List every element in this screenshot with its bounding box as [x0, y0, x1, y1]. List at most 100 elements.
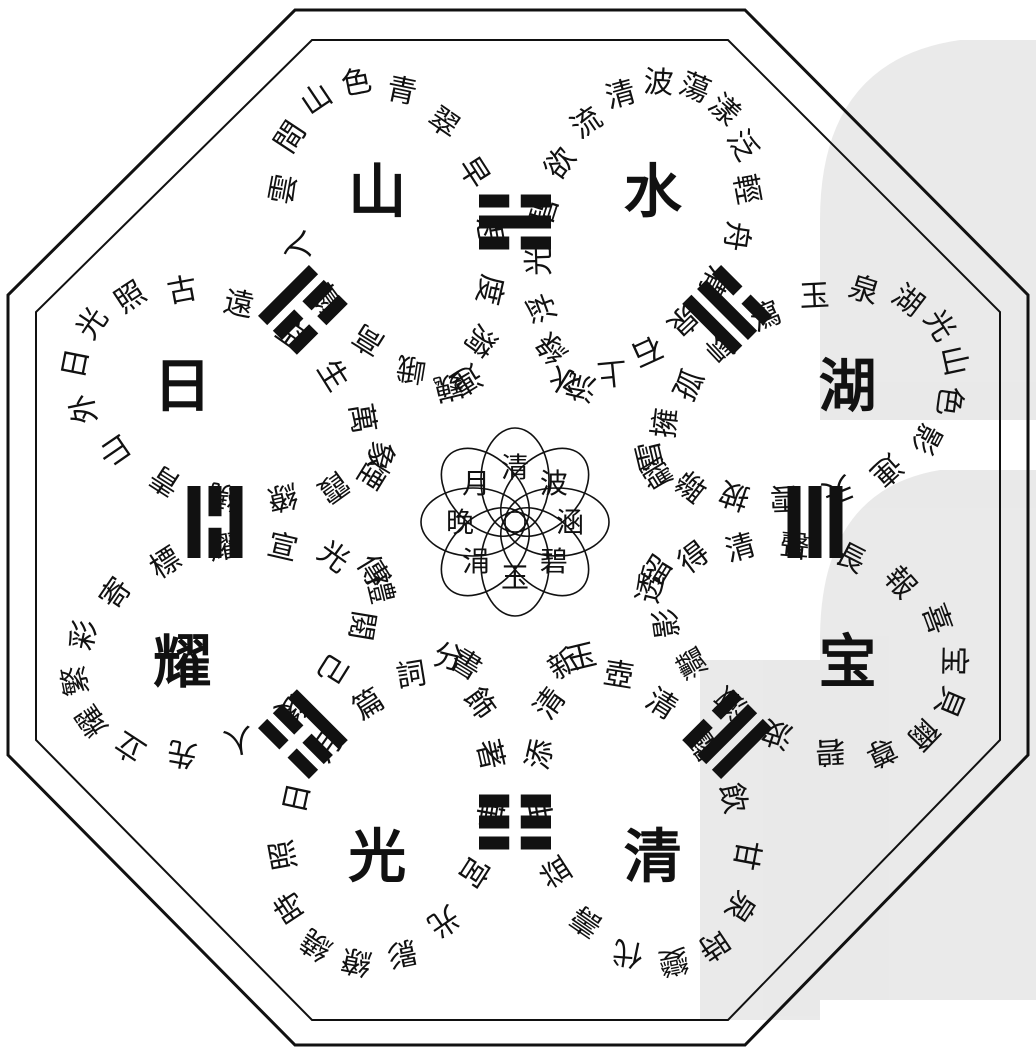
petal-char: 外	[64, 391, 104, 427]
trigram-line-broken	[521, 837, 551, 850]
trigram-line-broken	[521, 195, 551, 208]
petal-char: 碧	[814, 733, 846, 770]
petal-char: 高	[347, 317, 391, 363]
petal-char: 光	[421, 898, 466, 944]
center-char: 清	[501, 451, 529, 484]
petal-char: 添	[520, 736, 561, 773]
petal-top-left: 山巍峨高聳入雲間山色青翠早思度漪連	[264, 63, 510, 407]
petal-char: 人	[220, 719, 257, 760]
petal-char: 日	[56, 345, 96, 381]
center-char: 涓	[462, 545, 490, 578]
petal-char: 石	[626, 328, 668, 372]
petal-char: 壺	[601, 656, 636, 695]
petal-char: 己	[310, 646, 356, 690]
petal-char: 詞	[394, 656, 429, 695]
petal-char: 宮	[451, 849, 497, 893]
petal-char: 代	[610, 933, 646, 973]
petal-char: 入	[277, 227, 318, 264]
petal-char: 耀	[70, 698, 116, 742]
petal-bottom: 光書飾著華宮光影繚繞時照日月篇詞分	[264, 637, 510, 981]
trigram-line-solid	[830, 486, 843, 558]
petal-char: 光	[521, 245, 557, 276]
petal-char: 繚	[264, 476, 301, 517]
petal-char: 古	[164, 271, 200, 311]
trigram-line-broken	[479, 237, 509, 250]
petal-left-lower: 耀禮閱己後人先立耀繁彩寄標耀宣光傳	[56, 527, 400, 773]
petal-char: 青	[384, 71, 420, 111]
petal-char: 立	[108, 724, 152, 770]
petal-char: 霞	[311, 464, 356, 510]
petal-char: 寄	[93, 572, 139, 617]
trigram-line-broken	[479, 795, 509, 808]
petal-char: 青	[144, 457, 188, 503]
trigram-line-broken	[521, 795, 551, 808]
petal-char: 輕	[726, 171, 766, 207]
petal-char: 浮	[521, 287, 564, 327]
trigram-line-broken	[209, 486, 222, 516]
petal-char: 光	[311, 534, 356, 580]
petal-char: 飾	[457, 681, 503, 726]
petal-char: 影	[903, 417, 948, 460]
petal-title: 山	[348, 157, 406, 225]
petal-char: 先	[164, 733, 200, 773]
petal-char: 益	[534, 849, 580, 893]
petal-char: 繞	[294, 922, 338, 968]
petal-char: 清	[602, 74, 640, 116]
petal-char: 宝	[936, 645, 972, 676]
trigram-line-broken	[521, 816, 551, 829]
petal-char: 翠	[421, 100, 466, 146]
petal-char: 波	[642, 65, 674, 102]
petal-char: 變	[655, 941, 691, 981]
petal-char: 繁	[56, 662, 96, 698]
trigram-line-solid	[479, 216, 551, 229]
petal-char: 早	[451, 151, 497, 195]
petal-char: 日	[277, 780, 318, 817]
trigram-line-broken	[479, 195, 509, 208]
trigram-layer	[188, 195, 843, 850]
trigram-li	[188, 486, 243, 558]
petal-char: 繚	[338, 941, 374, 981]
petal-char: 照	[108, 275, 152, 321]
petal-char: 閱	[342, 608, 381, 643]
petal-char: 上	[595, 353, 628, 391]
petal-title: 湖	[819, 352, 877, 420]
petal-char: 壽	[564, 898, 609, 944]
center-flower: 清波涵碧玉涓晚月	[421, 428, 609, 616]
petal-char: 度	[469, 271, 510, 308]
petal-title: 清	[624, 823, 682, 891]
trigram-qian	[788, 486, 843, 558]
petal-char: 遠	[220, 284, 257, 325]
petal-char: 山	[93, 428, 139, 473]
petal-char: 欲	[538, 141, 584, 186]
petal-char: 篇	[347, 682, 391, 728]
petal-char: 萬	[342, 401, 381, 436]
trigram-line-solid	[188, 486, 201, 558]
petal-char: 玉	[799, 278, 831, 314]
center-char: 碧	[540, 545, 568, 578]
petal-char: 雲	[264, 171, 304, 207]
trigram-line-broken	[479, 816, 509, 829]
trigram-kan	[479, 195, 551, 250]
trigram-line-solid	[230, 486, 243, 558]
petal-title: 日	[153, 352, 211, 420]
petal-title: 耀	[153, 628, 211, 696]
petal-char: 清	[639, 682, 683, 728]
petal-char: 漪	[457, 318, 503, 363]
center-char: 玉	[501, 561, 529, 594]
petal-char: 生	[310, 354, 356, 398]
petal-char: 清	[527, 681, 573, 726]
petal-char: 著	[469, 736, 510, 773]
petal-char: 時	[268, 884, 314, 928]
center-char: 涵	[556, 506, 584, 539]
petal-char: 影	[384, 933, 420, 973]
petal-char: 光	[70, 301, 116, 345]
petal-title: 光	[348, 823, 406, 891]
petal-char: 峨	[394, 349, 429, 388]
petal-char: 舟	[717, 219, 756, 254]
center-char: 波	[540, 467, 568, 500]
petal-left-upper: 日煙霞繚繞青山外日光照古遠空生萬象	[56, 271, 400, 517]
petal-char: 彩	[64, 617, 104, 653]
petal-char: 甘	[726, 837, 766, 873]
petal-title: 水	[624, 157, 683, 225]
petal-char: 影	[648, 606, 687, 641]
